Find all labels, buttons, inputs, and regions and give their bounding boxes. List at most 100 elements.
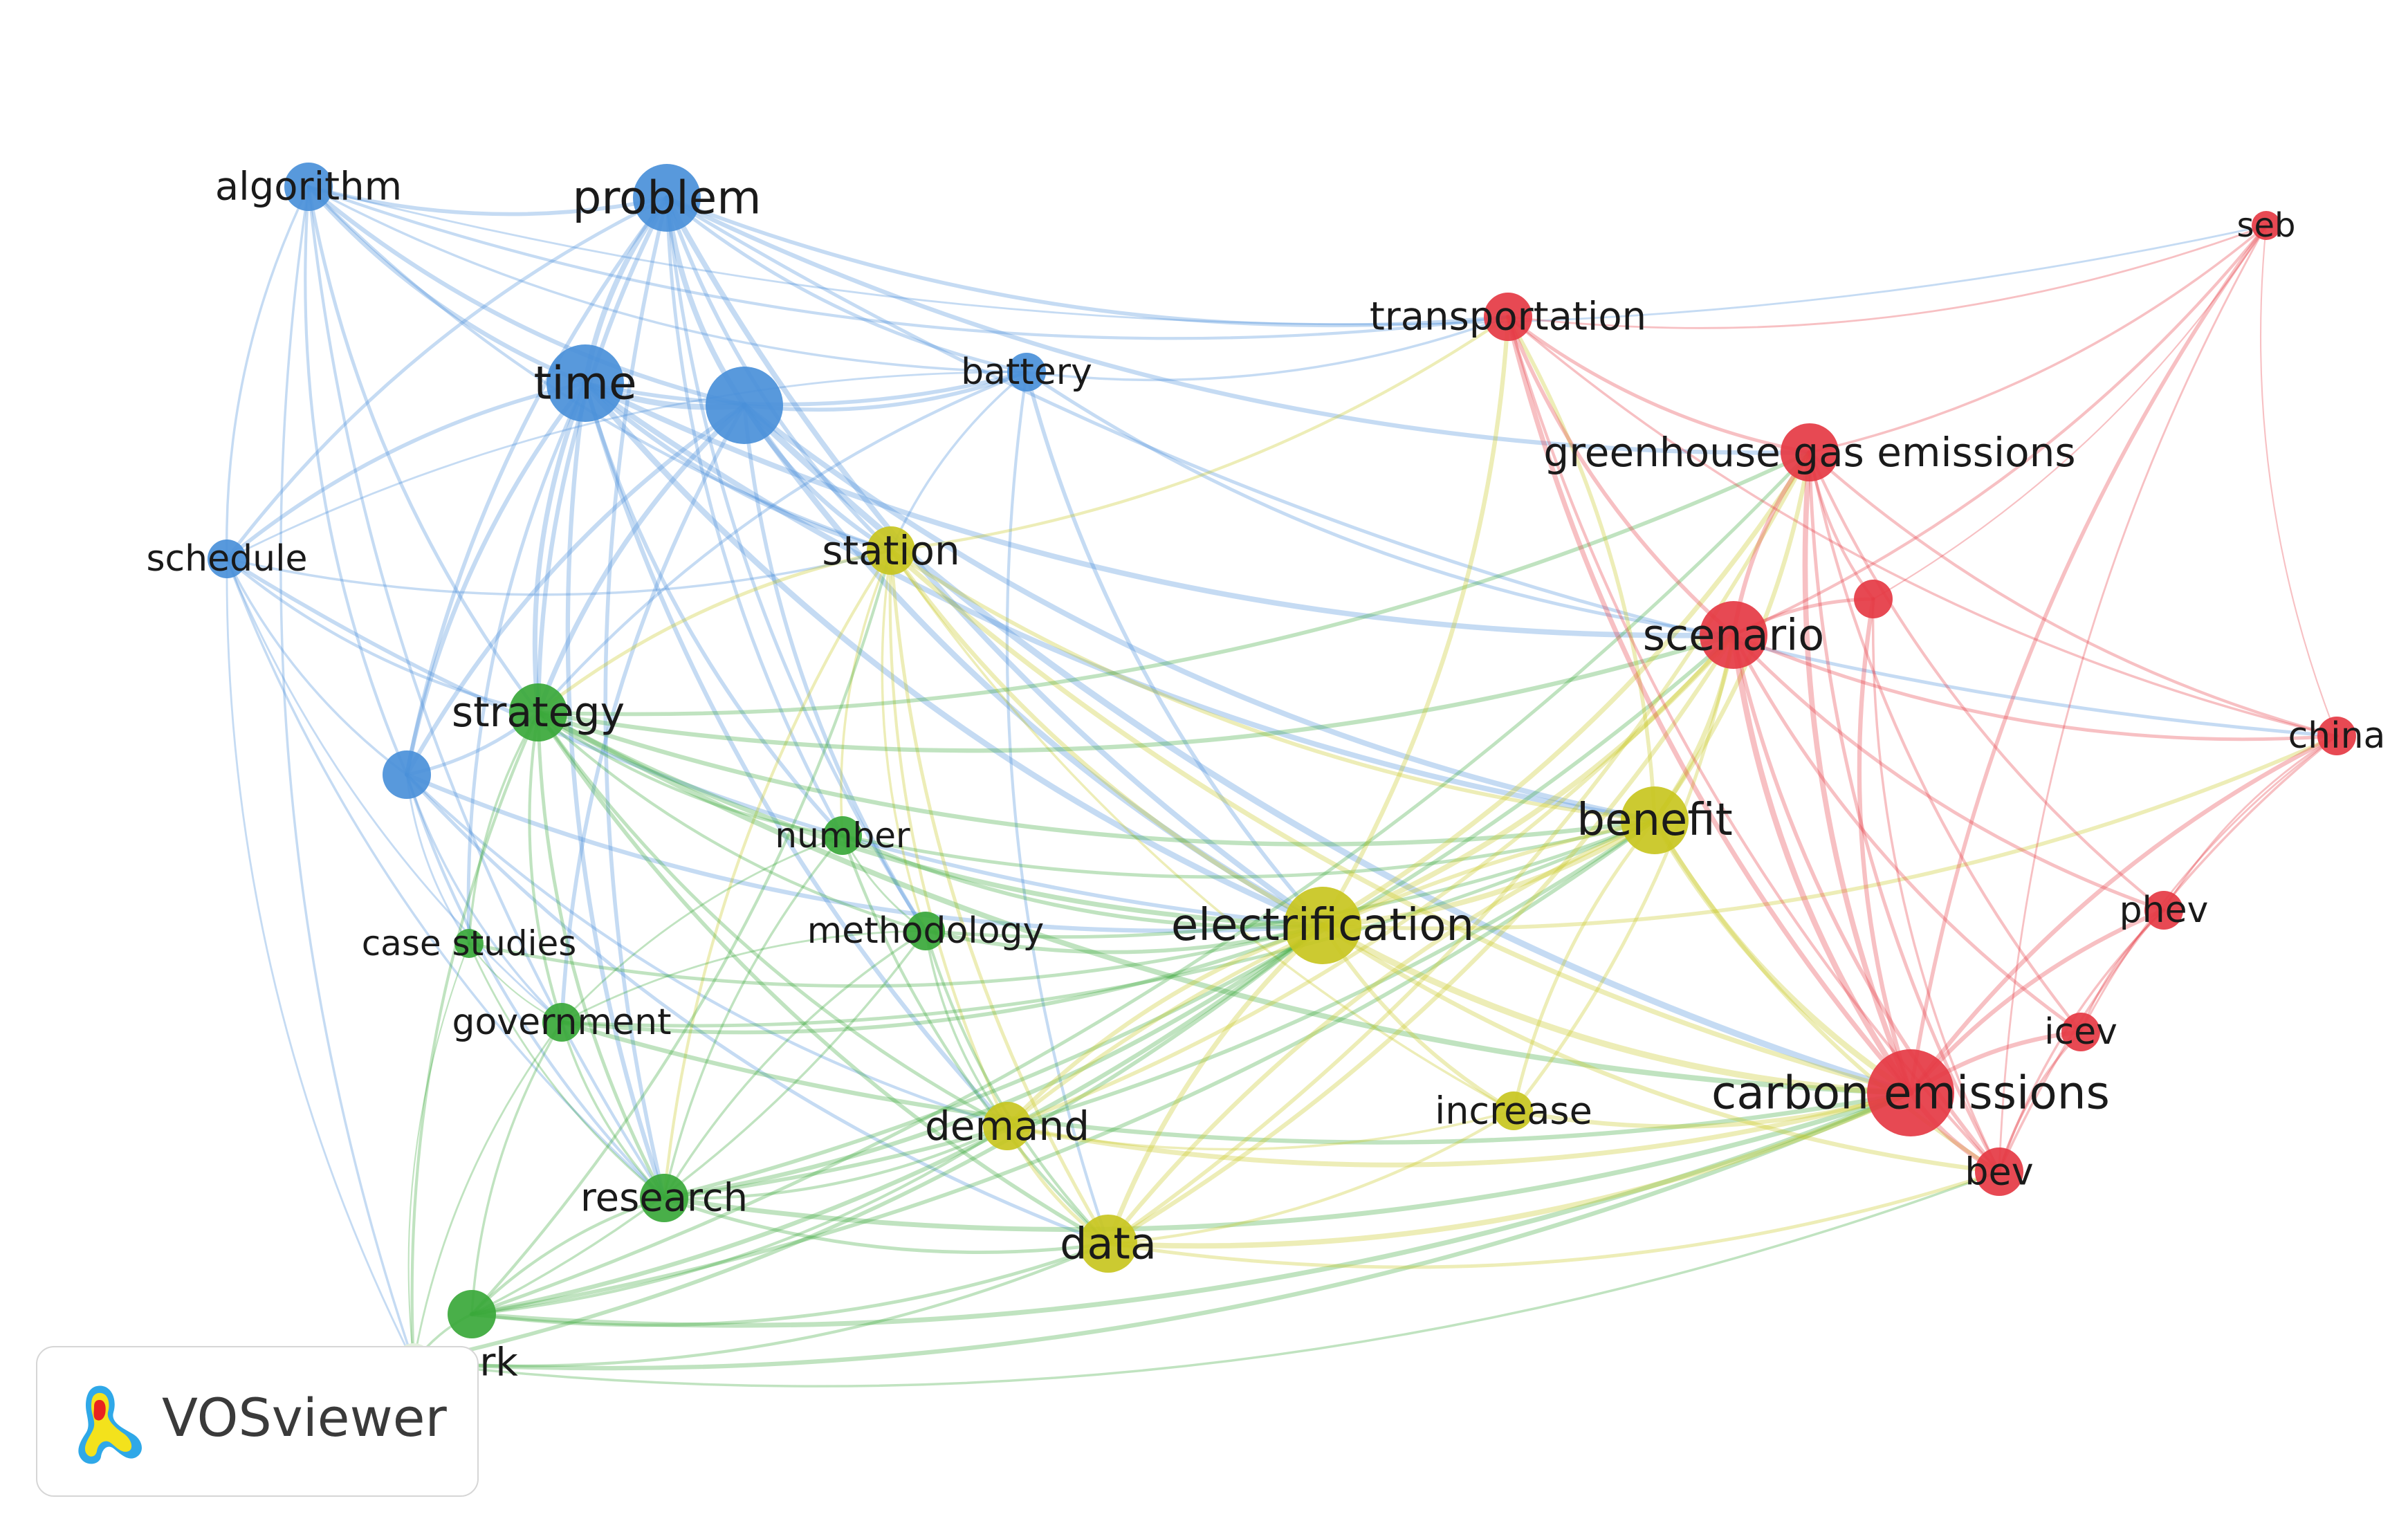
link-schedule-framework [226, 557, 415, 1364]
link-algorithm-transportation [306, 185, 1510, 340]
node-station[interactable] [867, 526, 915, 575]
node-time[interactable] [546, 344, 624, 422]
link-algorithm-battery [307, 185, 1028, 374]
node-scenario[interactable] [1700, 601, 1767, 669]
link-algorithm-framework [279, 185, 415, 1364]
link-greenhouse_gas_emissions-seb [1808, 224, 2268, 454]
label-case_studies: case studies [362, 923, 577, 964]
link-methodology-research [663, 930, 927, 1199]
link-algorithm-research [306, 185, 666, 1200]
link-green_unlabeled-greenhouse_gas_emissions [470, 450, 1812, 1316]
link-blue_unlabeled_b-data [405, 773, 1110, 1246]
link-data-bev [1106, 1170, 2001, 1269]
label-strategy: strategy [452, 688, 625, 737]
node-red_unlabeled[interactable] [1854, 580, 1893, 618]
node-case_studies[interactable] [454, 929, 484, 958]
link-strategy-framework [410, 710, 540, 1365]
node-bev[interactable] [1975, 1147, 2023, 1196]
link-station-strategy [536, 549, 893, 715]
link-government-research [560, 1021, 665, 1199]
link-problem-china [665, 196, 2339, 738]
node-transportation[interactable] [1484, 293, 1532, 341]
link-station-methodology [881, 549, 927, 932]
node-electrification[interactable] [1284, 887, 1361, 964]
label-seb: seb [2236, 206, 2295, 245]
link-electrification-data [1105, 923, 1325, 1246]
link-problem-blue_unlabeled_b [405, 196, 669, 777]
link-problem-strategy [535, 195, 670, 715]
link-data-greenhouse_gas_emissions [1106, 450, 1812, 1246]
link-strategy-methodology [536, 710, 928, 933]
node-china[interactable] [2317, 717, 2356, 755]
node-strategy[interactable] [509, 683, 567, 741]
link-china-carbon_emissions [1908, 733, 2340, 1096]
link-green_unlabeled-carbon_emissions [469, 1090, 1913, 1328]
link-strategy-benefit [535, 710, 1657, 847]
link-algorithm-seb [307, 185, 2268, 326]
link-red_unlabeled-bev [1871, 598, 2001, 1173]
node-government[interactable] [542, 1003, 581, 1042]
node-methodology[interactable] [906, 912, 945, 950]
node-benefit[interactable] [1621, 786, 1689, 854]
vosviewer-badge: VOSviewer [36, 1346, 479, 1497]
link-electrification-greenhouse_gas_emissions [1320, 450, 1812, 928]
node-blue_unlabeled_a[interactable] [706, 367, 783, 444]
link-strategy-scenario [535, 632, 1736, 753]
link-problem-research [603, 196, 669, 1200]
link-problem-battery [665, 196, 1029, 374]
vosviewer-logo-icon [78, 1385, 142, 1464]
link-number-data [840, 833, 1110, 1246]
node-phev[interactable] [2144, 891, 2183, 930]
link-transportation-greenhouse_gas_emissions [1506, 315, 1812, 454]
link-battery-electrification [1024, 370, 1325, 928]
link-battery-scenario [1024, 370, 1736, 637]
link-number-government [560, 834, 844, 1024]
link-greenhouse_gas_emissions-phev [1808, 450, 2166, 912]
node-blue_unlabeled_b[interactable] [383, 750, 431, 799]
node-icev[interactable] [2061, 1013, 2100, 1051]
link-green_unlabeled-demand [470, 1124, 1009, 1316]
link-time-electrification [582, 380, 1326, 929]
link-transportation-china [1507, 315, 2338, 737]
network-links [225, 184, 2340, 1388]
link-scenario-carbon_emissions [1730, 632, 1914, 1096]
link-blue_unlabeled_b-research [405, 773, 666, 1200]
link-problem-schedule [225, 196, 669, 561]
label-schedule: schedule [146, 538, 307, 580]
link-algorithm-blue_unlabeled_a [306, 184, 747, 408]
node-seb[interactable] [2252, 211, 2281, 240]
node-number[interactable] [823, 816, 862, 855]
link-number-research [663, 834, 844, 1199]
node-schedule[interactable] [208, 540, 246, 578]
link-algorithm-time [306, 184, 588, 386]
link-blue_unlabeled_a-methodology [742, 403, 928, 933]
link-strategy-case_studies [468, 711, 540, 945]
link-schedule-research [226, 557, 665, 1199]
node-demand[interactable] [983, 1102, 1031, 1150]
link-strategy-greenhouse_gas_emissions [536, 450, 1812, 717]
node-carbon_emissions[interactable] [1867, 1049, 1954, 1136]
node-green_unlabeled[interactable] [448, 1290, 496, 1338]
link-benefit-increase [1511, 818, 1657, 1113]
link-electrification-transportation [1320, 314, 1511, 928]
label-demand: demand [925, 1103, 1090, 1150]
link-government-benefit [560, 818, 1657, 1028]
label-bev: bev [1965, 1150, 2033, 1194]
node-data[interactable] [1079, 1215, 1137, 1273]
link-station-number [840, 549, 892, 837]
link-time-case_studies [466, 381, 587, 946]
node-greenhouse_gas_emissions[interactable] [1781, 423, 1839, 481]
link-green_unlabeled-electrification [469, 923, 1325, 1317]
node-research[interactable] [640, 1174, 688, 1222]
node-battery[interactable] [1007, 353, 1046, 391]
node-problem[interactable] [633, 164, 701, 232]
link-benefit-data [1105, 818, 1657, 1246]
link-research-carbon_emissions [661, 1090, 1913, 1232]
node-algorithm[interactable] [284, 163, 333, 211]
node-increase[interactable] [1494, 1091, 1533, 1130]
link-problem-methodology [665, 196, 928, 933]
link-time-research [565, 380, 667, 1201]
link-blue_unlabeled_a-benefit [742, 403, 1657, 823]
link-schedule-blue_unlabeled_b [226, 557, 408, 776]
